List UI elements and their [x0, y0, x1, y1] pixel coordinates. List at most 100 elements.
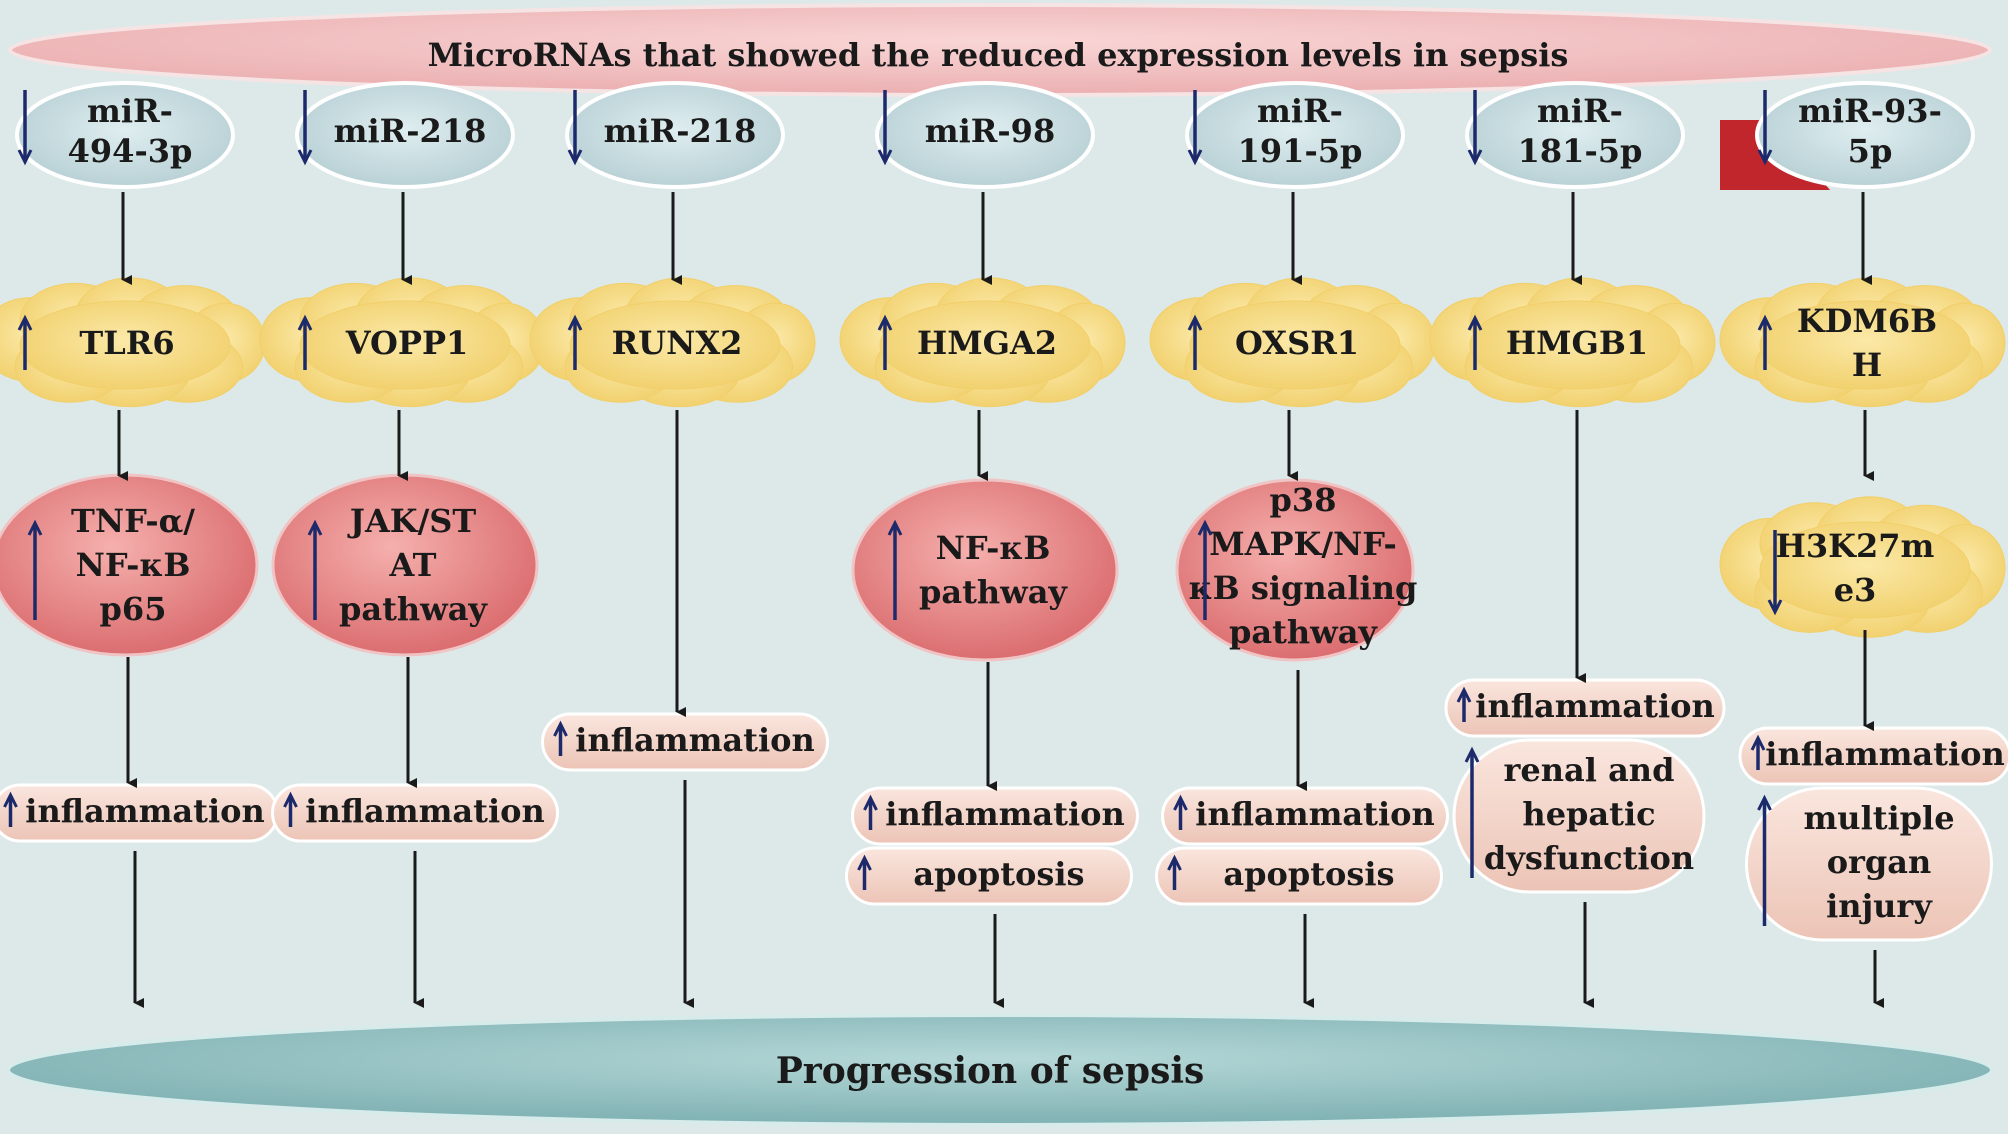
outcome-box [1745, 786, 1993, 942]
outcome-label: apoptosis [1223, 855, 1394, 893]
pathway-label: AT [389, 546, 437, 584]
down-arrow-icon [1187, 90, 1203, 166]
mirna-ellipse [1465, 81, 1685, 189]
pathway-label: p65 [100, 590, 167, 628]
outcome-label: inflammation [305, 792, 544, 830]
pathway-label: pathway [1229, 613, 1378, 651]
outcome-box [845, 846, 1133, 906]
mirna-ellipse [15, 81, 235, 189]
outcome-label: multiple [1803, 799, 1954, 837]
pathway-label: p38 [1270, 481, 1337, 519]
down-arrow-icon [1757, 90, 1773, 166]
mirna-ellipse [295, 81, 515, 189]
target-gene-cloud [839, 277, 1126, 408]
outcome-label: inflammation [885, 795, 1124, 833]
outcome-label: renal and [1504, 751, 1675, 789]
mirna-ellipse [1755, 81, 1975, 189]
up-arrow-icon [297, 314, 313, 370]
outcome-label: inflammation [1475, 687, 1714, 725]
mirna-label: miR-98 [925, 112, 1055, 150]
outcome-label: inflammation [25, 792, 264, 830]
up-arrow-icon [1757, 314, 1773, 370]
target-gene-cloud [259, 277, 546, 408]
pathway-label: κB signaling [1189, 569, 1418, 607]
up-arrow-icon [567, 314, 583, 370]
pathway-label: NF-κB [76, 546, 191, 584]
target-gene-cloud [0, 277, 266, 408]
outcome-box [1452, 738, 1706, 894]
down-arrow-icon [877, 90, 893, 166]
histone-mark-label: H3K27m [1776, 527, 1935, 565]
pathway-label: NF-κB [936, 529, 1051, 567]
outcome-label: injury [1826, 887, 1933, 925]
pathway-label: MAPK/NF- [1209, 525, 1397, 563]
up-arrow-icon [553, 720, 568, 756]
up-arrow-icon [17, 314, 33, 370]
up-arrow-icon [1456, 686, 1472, 722]
target-gene-cloud [1719, 496, 2006, 638]
target-gene-label: TLR6 [79, 324, 174, 362]
header-title: MicroRNAs that showed the reduced expres… [428, 36, 1569, 74]
outcome-label: inflammation [575, 721, 814, 759]
mirna-label: 494-3p [68, 132, 193, 170]
up-arrow-icon [1464, 746, 1480, 878]
target-gene-label: VOPP1 [345, 324, 469, 362]
mirna-ellipse [1185, 81, 1405, 189]
up-arrow-icon [307, 519, 323, 620]
target-gene-label: HMGA2 [917, 324, 1057, 362]
pathway-column: miR-93-5pKDM6BHH3K27me3inflammationmulti… [1719, 81, 2008, 942]
up-arrow-icon [1750, 734, 1766, 770]
outcome-label: inflammation [1195, 795, 1434, 833]
target-gene-label: RUNX2 [612, 324, 743, 362]
mirna-label: miR- [1537, 92, 1623, 130]
target-gene-label: H [1852, 346, 1882, 384]
mirna-label: miR- [87, 92, 173, 130]
up-arrow-icon [283, 791, 298, 827]
outcome-box [1155, 846, 1443, 906]
mirna-ellipse [565, 81, 785, 189]
down-arrow-icon [297, 90, 313, 166]
outcome-box [1738, 726, 2008, 786]
signaling-pathway-ellipse [851, 478, 1119, 662]
down-arrow-icon [1467, 90, 1483, 166]
up-arrow-icon [1197, 519, 1213, 620]
mirna-label: 5p [1848, 132, 1893, 170]
up-arrow-icon [1757, 794, 1772, 926]
down-arrow-icon [17, 90, 33, 166]
up-arrow-icon [3, 791, 18, 827]
outcome-label: hepatic [1522, 795, 1655, 833]
up-arrow-icon [1187, 314, 1203, 370]
up-arrow-icon [887, 519, 903, 620]
up-arrow-icon [1467, 314, 1483, 370]
target-gene-label: KDM6B [1797, 302, 1937, 340]
up-arrow-icon [1173, 794, 1188, 830]
pathway-column: miR-98HMGA2NF-κBpathwayinflammationapopt… [839, 81, 1139, 906]
mirna-label: miR-218 [604, 112, 757, 150]
pathway-label: pathway [339, 590, 488, 628]
outcome-label: dysfunction [1484, 839, 1694, 877]
target-gene-cloud [1149, 277, 1436, 408]
mirna-ellipse [875, 81, 1095, 189]
target-gene-cloud [1719, 277, 2006, 408]
up-arrow-icon [877, 314, 893, 370]
up-arrow-icon [1167, 854, 1182, 890]
target-gene-cloud [529, 277, 816, 408]
down-arrow-icon [567, 90, 583, 166]
target-gene-label: HMGB1 [1506, 324, 1648, 362]
footer-banner: Progression of sepsis [6, 1013, 1994, 1127]
outcome-label: apoptosis [913, 855, 1084, 893]
target-gene-cloud [1429, 277, 1716, 408]
outcome-label: organ [1827, 843, 1932, 881]
mirna-label: 191-5p [1238, 132, 1363, 170]
down-arrow-icon [1767, 530, 1783, 616]
header-banner: MicroRNAs that showed the reduced expres… [8, 3, 1992, 97]
target-gene-label: OXSR1 [1235, 324, 1359, 362]
mirna-label: 181-5p [1518, 132, 1643, 170]
mirna-label: miR-93- [1798, 92, 1942, 130]
